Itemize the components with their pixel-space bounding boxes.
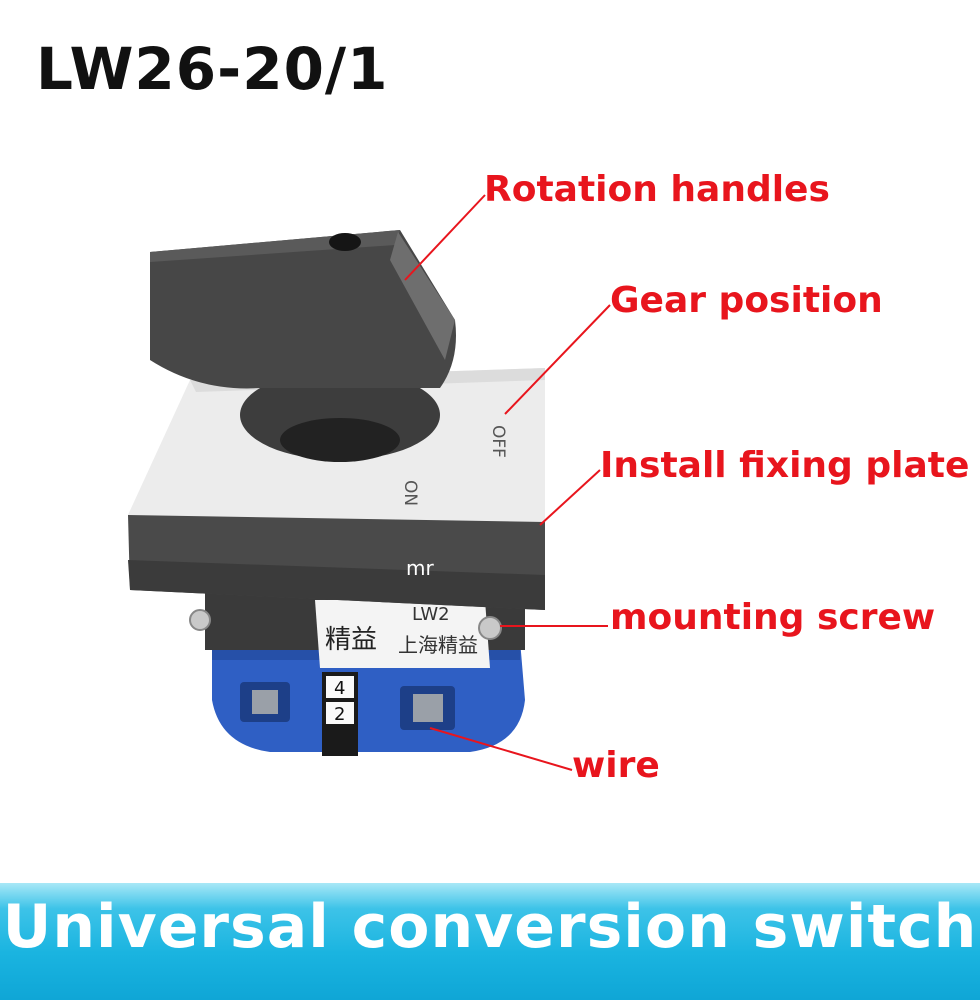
label-wire: wire	[572, 745, 660, 786]
mounting-screw-left	[189, 609, 211, 631]
sticker-brand: 上海精益	[398, 633, 478, 657]
label-gear-position: Gear position	[610, 280, 883, 321]
page-title: LW26-20/1	[36, 35, 389, 103]
label-install-fixing-plate: Install fixing plate	[600, 445, 970, 486]
label-mounting-screw: mounting screw	[610, 597, 936, 638]
product-photo: 4 2 精益 LW2 上海精益 OFF ON	[128, 194, 611, 771]
off-marking: OFF	[488, 425, 508, 458]
bottom-banner	[0, 883, 980, 1000]
sticker-logo: 精益	[325, 625, 377, 655]
leader-wire	[429, 727, 573, 771]
leader-gear	[504, 304, 611, 415]
terminal-2-label: 2	[334, 704, 345, 725]
leader-rotation	[404, 194, 486, 281]
mounting-screw-right	[478, 616, 502, 640]
label-rotation-handles: Rotation handles	[484, 169, 830, 210]
on-marking: ON	[400, 480, 420, 506]
leader-plate	[539, 469, 601, 526]
sticker-model: LW2	[412, 604, 450, 625]
banner-text: Universal conversion switch	[2, 892, 978, 962]
rotation-handle	[150, 230, 456, 389]
watermark: mr	[406, 556, 434, 580]
brand-sticker	[315, 600, 490, 668]
terminal-4-label: 4	[334, 678, 345, 699]
